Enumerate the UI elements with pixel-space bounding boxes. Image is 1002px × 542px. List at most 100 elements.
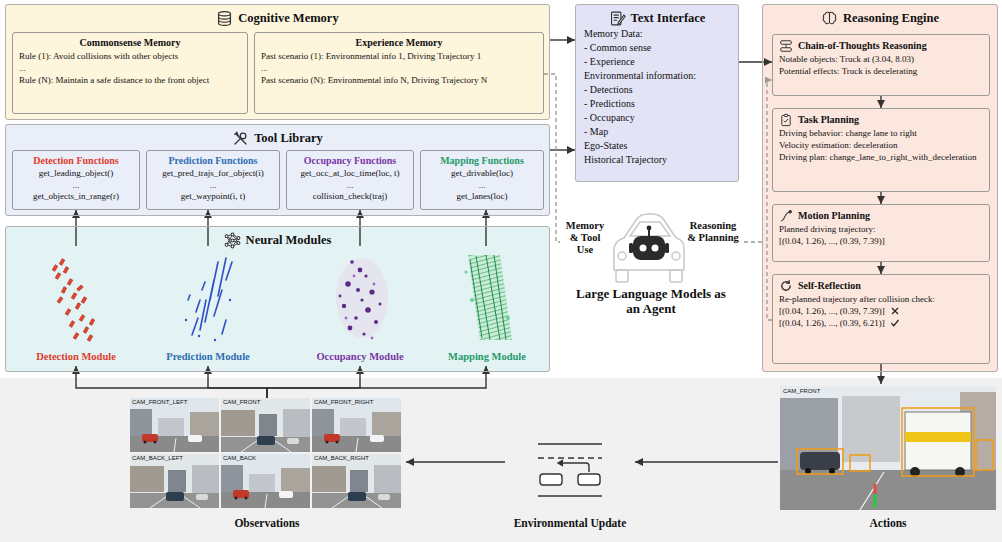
icon (232, 130, 249, 147)
prediction-picture-part-part (214, 339, 216, 341)
heading-line: Detection Module (15, 350, 137, 363)
text-line: Velocity estimation: deceleration (779, 139, 983, 151)
reasoning-step: Motion PlanningPlanned driving trajector… (772, 204, 990, 262)
observation-pictures-part (312, 454, 401, 508)
icon-use (892, 308, 898, 314)
dashed-connector (744, 241, 762, 242)
text-line: Large Language Models as an Agent (576, 286, 726, 316)
node-text: ... (17, 180, 135, 192)
observation-pictures-part (312, 398, 401, 452)
arrow-connector (880, 364, 881, 384)
action-scene-part (874, 494, 877, 508)
heading-line: Actions (778, 516, 998, 531)
node-title: Prediction Module (147, 350, 269, 363)
agent-car-robot-part (647, 226, 652, 231)
icon-use (781, 210, 791, 220)
arrow-connector (267, 366, 360, 398)
icon (779, 113, 793, 127)
text-line: Environmental information: (584, 69, 730, 83)
node-title: Prediction Functions (151, 154, 275, 168)
reasoning-step: Self-ReflectionRe-planned trajectory aft… (772, 274, 990, 364)
detection-picture-part (69, 321, 75, 328)
mapping-picture-part-part (465, 271, 468, 274)
arrow-connector (739, 61, 772, 62)
occupancy-picture-part-part (345, 281, 351, 287)
heading-line: Occupancy Module (300, 350, 420, 363)
text-line: Ego-States (584, 139, 730, 153)
node-text: Historical Trajectory (584, 153, 730, 167)
agent-car-robot-part-part (670, 270, 682, 282)
node-title: Experience Memory (261, 36, 537, 50)
text-line: [(0.04, 1.26), ..., (0.39, 7.39)] (779, 235, 983, 247)
heading-line: Prediction Functions (151, 154, 275, 168)
text-line: get_occ_at_loc_time(loc, t) (291, 168, 409, 180)
text-line: get_drivable(loc) (425, 168, 539, 180)
environment-update-icon-part (578, 474, 600, 485)
node-text: - Occupancy (584, 111, 730, 125)
text-line: - Map (584, 125, 730, 139)
action-scene-part (800, 452, 840, 470)
icon (779, 39, 793, 53)
interface-panel: Text InterfaceMemory Data:- Common sense… (575, 4, 739, 182)
panel-fill (762, 4, 998, 372)
detection-picture (52, 259, 95, 342)
agent-car-robot-part (633, 236, 665, 260)
mapping-picture-part-part (506, 316, 510, 320)
text-line: Planned driving trajectory: (779, 223, 983, 235)
node-text: - Common sense (584, 41, 730, 55)
prediction-picture-part (188, 258, 232, 335)
occupancy-picture-part-part (369, 289, 374, 294)
node-text: - Experience (584, 55, 730, 69)
observation-pictures (130, 398, 401, 508)
node-title: Memory & Tool Use (562, 220, 608, 256)
mapping-picture-part-part (470, 298, 474, 302)
prediction-picture-part (185, 299, 231, 341)
neural-module: Detection Module (15, 246, 137, 366)
camera-label: CAM_BACK_RIGHT (314, 455, 369, 462)
environment-band (0, 378, 1002, 542)
neural-module: Prediction Module (147, 246, 269, 366)
node-title: Mapping Module (430, 350, 544, 363)
occupancy-picture-part-part (362, 332, 365, 335)
action-scene-part-part (902, 408, 974, 476)
prediction-picture (185, 258, 232, 341)
node-text: Potential effects: Truck is decelerating (779, 65, 983, 77)
environment-update-icon-part (540, 474, 562, 485)
environment-update-icon-part (558, 460, 563, 466)
node-text: get_lanes(loc) (425, 191, 539, 203)
node-title: Reasoning Engine (843, 9, 939, 27)
detection-picture-part (71, 293, 77, 300)
node-text: - Map (584, 125, 730, 139)
heading-line: Text Interface (584, 9, 730, 27)
memory-box: Experience MemoryPast scenario (1): Envi… (254, 32, 544, 114)
mapping-picture (465, 255, 513, 340)
icon-use (611, 12, 625, 25)
node-title: Observations (128, 516, 406, 531)
text-line: Rule (1): Avoid collisions with other ob… (19, 50, 241, 62)
action-scene-part-part (976, 440, 993, 470)
text-line: collision_check(traj) (291, 191, 409, 203)
node-title: Actions (778, 516, 998, 531)
heading-line: Occupancy Functions (291, 154, 409, 168)
node-text: Driving behavior: change lane to right (779, 127, 983, 139)
occupancy-picture-part-part (350, 260, 354, 264)
node-title: Occupancy Functions (291, 154, 409, 168)
reasoning-step: Chain-of-Thoughts ReasoningNotable objec… (772, 34, 990, 96)
node-text: get_waypoint(i, t) (151, 191, 275, 203)
agent-car-robot-part-part (630, 222, 670, 236)
text-line: - Detections (584, 83, 730, 97)
node-title: Occupancy Module (300, 350, 420, 363)
occupancy-picture-part-part (379, 303, 382, 306)
agent-car-robot-part (614, 214, 684, 282)
heading-line: Tool Library (12, 129, 543, 147)
node-title: Neural Modules (246, 231, 332, 249)
panel-fill (5, 124, 550, 216)
node-title: Task Planning (798, 112, 859, 127)
agent-car-robot-part-part (618, 252, 626, 260)
icon-use (782, 280, 790, 290)
node-text: Ego-States (584, 139, 730, 153)
agent-node: Memory & Tool UseReasoning & PlanningLar… (560, 198, 744, 328)
heading-line: Environmental Update (505, 516, 635, 531)
occupancy-picture-part-part (365, 307, 371, 313)
